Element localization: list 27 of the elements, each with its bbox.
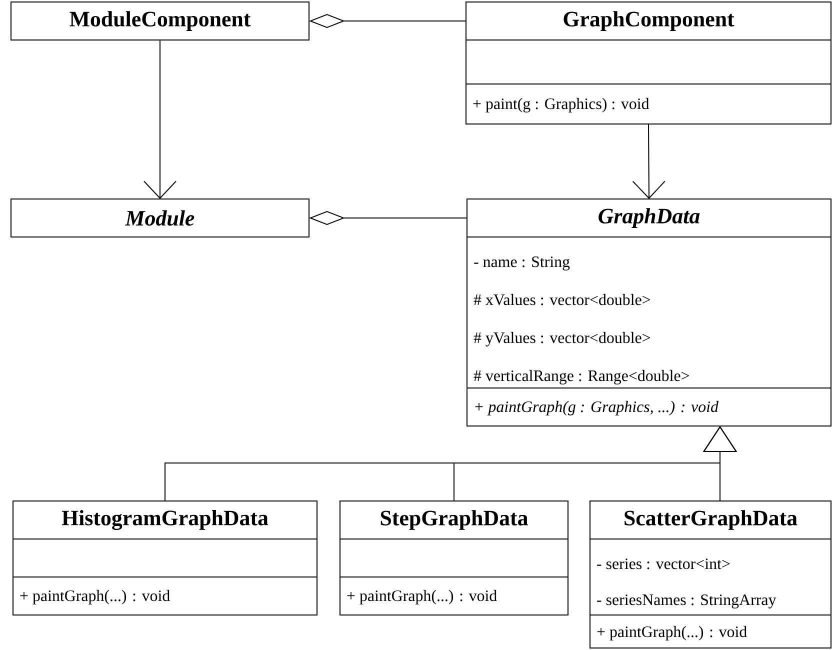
- class-box: [10, 198, 310, 238]
- class-box: [590, 500, 832, 648]
- class-box: [466, 198, 832, 426]
- method-text: + paintGraph(...) : void: [20, 590, 170, 604]
- method-text: + paint(g : Graphics) : void: [473, 98, 650, 112]
- attribute-text: # yValues : vector<double>: [474, 332, 650, 346]
- class-box: [466, 2, 832, 124]
- class-box: [340, 500, 568, 616]
- class-name: Module: [125, 210, 194, 226]
- class-name: HistogramGraphData: [62, 510, 268, 530]
- class-name: ModuleComponent: [70, 11, 251, 31]
- association-arrow: [632, 124, 666, 199]
- attribute-text: # verticalRange : Range<double>: [474, 370, 690, 384]
- class-box: [12, 500, 318, 616]
- attribute-text: - name : String: [474, 256, 570, 270]
- class-name: GraphComponent: [564, 11, 734, 31]
- attribute-text: # xValues : vector<double>: [474, 294, 650, 306]
- class-name: GraphData: [598, 208, 700, 228]
- method-text: + paintGraph(g : Graphics, ...) : void: [475, 400, 718, 416]
- class-name: ScatterGraphData: [624, 510, 798, 530]
- method-text: + paintGraph(...) : void: [347, 590, 497, 604]
- attribute-text: - series : vector<int>: [597, 558, 730, 570]
- class-box: [10, 2, 310, 40]
- attribute-text: - seriesNames : StringArray: [597, 594, 776, 608]
- method-text: + paintGraph(...) : void: [597, 626, 747, 640]
- class-name: StepGraphData: [380, 510, 528, 530]
- association-arrow: [144, 40, 176, 199]
